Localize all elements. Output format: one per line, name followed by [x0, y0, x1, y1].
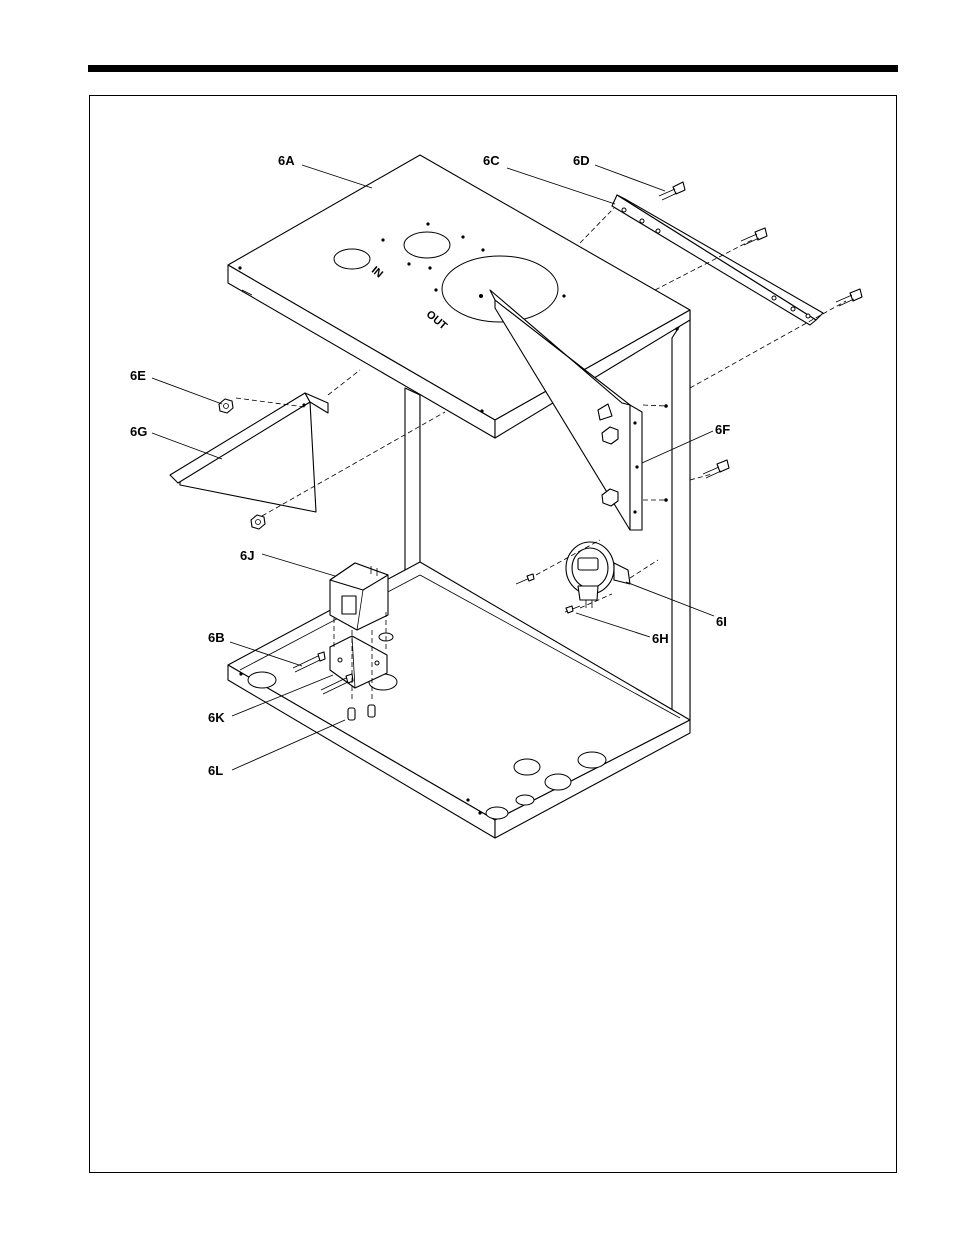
side-panel-flange [672, 310, 690, 720]
callout-6I: 6I [716, 614, 727, 629]
callout-6J: 6J [240, 548, 254, 563]
callout-6H: 6H [652, 631, 669, 646]
upper-hole [404, 232, 450, 258]
callout-6B: 6B [208, 630, 225, 645]
callout-6F: 6F [715, 422, 730, 437]
callout-6L: 6L [208, 763, 223, 778]
inlet-hole [334, 249, 370, 269]
callout-6K: 6K [208, 710, 225, 725]
bracket-6G [170, 393, 328, 512]
callout-6E: 6E [130, 368, 146, 383]
callout-6C: 6C [483, 153, 500, 168]
callout-6A: 6A [278, 153, 295, 168]
callout-6G: 6G [130, 424, 147, 439]
callout-6D: 6D [573, 153, 590, 168]
back-wall-edge [405, 388, 420, 575]
